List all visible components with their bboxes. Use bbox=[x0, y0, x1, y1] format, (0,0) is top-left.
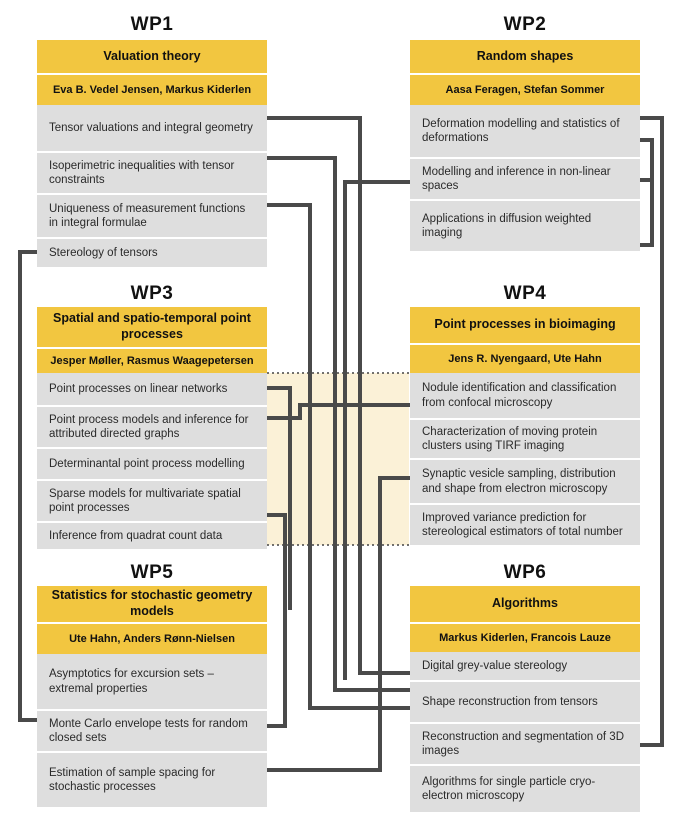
wp-authors: Jesper Møller, Rasmus Waagepetersen bbox=[37, 347, 267, 373]
wp-header-title: Statistics for stochastic geometry model… bbox=[37, 586, 267, 622]
wp-item: Point process models and inference for a… bbox=[37, 405, 267, 447]
wp-item: Isoperimetric inequalities with tensor c… bbox=[37, 151, 267, 193]
wp-title-4: WP4 bbox=[503, 283, 547, 304]
connector-wp4-synaptic-to-wp5-spacing bbox=[267, 476, 410, 772]
wp-item: Digital grey-value stereology bbox=[422, 659, 568, 672]
wp-title-2: WP2 bbox=[503, 14, 547, 35]
wp-header-title: Algorithms bbox=[410, 586, 640, 622]
wp-item: Asymptotics for excursion sets – extrema… bbox=[49, 668, 214, 695]
wp-card-5: Statistics for stochastic geometry model… bbox=[37, 586, 267, 807]
connector-wp3-sparse-to-wp5-monte bbox=[267, 513, 287, 728]
wp-item-list: Deformation modelling and statistics of … bbox=[410, 105, 640, 251]
wp-item: Improved variance prediction for stereol… bbox=[410, 503, 640, 545]
wp-item: Estimation of sample spacing for stochas… bbox=[37, 751, 267, 807]
wp-header-title: Point processes in bioimaging bbox=[410, 307, 640, 343]
connector-wp1-isoper-to-wp6-shape bbox=[267, 156, 410, 692]
wp-item: Nodule identification and classification… bbox=[422, 382, 617, 409]
wp-item: Algorithms for single particle cryo-elec… bbox=[410, 764, 640, 812]
wp-title-3: WP3 bbox=[130, 283, 174, 304]
connector-wp3-attributed-to-wp4-nodule bbox=[267, 403, 410, 420]
connector-wp2-modelling-down bbox=[343, 180, 410, 680]
connector-wp3-linear bbox=[267, 386, 292, 610]
wp-item: Characterization of moving protein clust… bbox=[410, 418, 640, 458]
wp-item: Inference from quadrat count data bbox=[37, 521, 267, 549]
wp-item: Sparse models for multivariate spatial p… bbox=[37, 479, 267, 521]
wp-title-1: WP1 bbox=[130, 14, 174, 35]
wp-authors: Aasa Feragen, Stefan Sommer bbox=[410, 73, 640, 105]
wp-item: Deformation modelling and statistics of … bbox=[422, 117, 620, 144]
wp-item: Stereology of tensors bbox=[37, 237, 267, 267]
wp-item: Shape reconstruction from tensors bbox=[410, 680, 640, 722]
wp-header-title: Valuation theory bbox=[37, 40, 267, 73]
wp-item: Uniqueness of measurement functions in i… bbox=[37, 193, 267, 237]
connector-wp1-tensor-to-wp6-grey bbox=[267, 116, 410, 675]
wp-item: Modelling and inference in non-linear sp… bbox=[410, 157, 640, 199]
wp-card-3: Spatial and spatio-temporal point proces… bbox=[37, 307, 267, 549]
wp-item: Determinantal point process modelling bbox=[37, 447, 267, 479]
wp-item-list: Nodule identification and classification… bbox=[410, 373, 640, 545]
connector-wp1-uniq-to-wp6-shape bbox=[267, 203, 410, 710]
wp-item: Applications in diffusion weighted imagi… bbox=[410, 199, 640, 251]
wp-item: Monte Carlo envelope tests for random cl… bbox=[37, 709, 267, 751]
connector-wp2-deform-to-wp6-recon bbox=[637, 116, 664, 747]
wp-item: Point processes on linear networks bbox=[49, 382, 228, 395]
wp-title-5: WP5 bbox=[130, 562, 174, 583]
wp-authors: Ute Hahn, Anders Rønn-Nielsen bbox=[37, 622, 267, 654]
wp-authors: Jens R. Nyengaard, Ute Hahn bbox=[410, 343, 640, 373]
wp-authors: Eva B. Vedel Jensen, Markus Kiderlen bbox=[37, 73, 267, 105]
wp-item: Synaptic vesicle sampling, distribution … bbox=[410, 458, 640, 503]
wp-authors: Markus Kiderlen, Francois Lauze bbox=[410, 622, 640, 652]
wp-item: Tensor valuations and integral geometry bbox=[49, 121, 253, 134]
connector-wp1-stereo-to-wp5-monte bbox=[18, 250, 37, 722]
wp-header-title: Random shapes bbox=[410, 40, 640, 73]
wp-header-title: Spatial and spatio-temporal point proces… bbox=[37, 307, 267, 347]
wp-item-list: Asymptotics for excursion sets – extrema… bbox=[37, 654, 267, 807]
wp-title-6: WP6 bbox=[503, 562, 547, 583]
wp-item: Reconstruction and segmentation of 3D im… bbox=[410, 722, 640, 764]
connector-wp2-deform-to-wp2-dwi bbox=[637, 138, 654, 247]
